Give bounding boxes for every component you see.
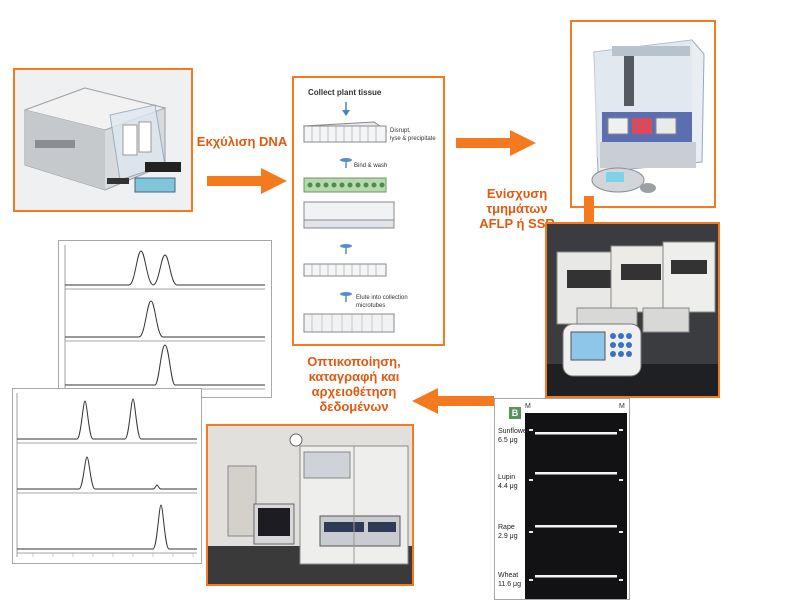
- amplification-label: Ενίσχυση τμημάτων AFLP ή SSR: [462, 186, 572, 231]
- gel-lane-2: Lupin 4.4 μg: [498, 473, 528, 491]
- gel-lane-4-amount: 11.6 μg: [498, 581, 521, 588]
- gel-image: B M M Sunflower 6.5 μg Lupin 4.4 μg Rape…: [494, 398, 630, 600]
- visualization-line-1: Οπτικοποίηση,: [307, 354, 401, 369]
- gel-lane-2-amount: 4.4 μg: [498, 483, 518, 490]
- visualization-label: Οπτικοποίηση, καταγραφή και αρχειοθέτηση…: [296, 354, 412, 414]
- extraction-instrument-image: [13, 68, 193, 212]
- gel-marker-left: M: [525, 403, 531, 410]
- gel-lane-1-species: Sunflower: [498, 428, 530, 435]
- gel-panel-letter: B: [509, 407, 521, 419]
- amplification-line-3: AFLP ή SSR: [479, 216, 555, 231]
- sequencer-image: [206, 424, 414, 586]
- visualization-line-3: αρχειοθέτηση: [311, 384, 397, 399]
- arrow-to-sequencer: [412, 388, 494, 414]
- visualization-line-2: καταγραφή και: [308, 369, 400, 384]
- protocol-step-1: Disrupt,: [390, 128, 411, 134]
- gel-lane-4: Wheat 11.6 μg: [498, 571, 528, 589]
- gel-lane-2-species: Lupin: [498, 474, 516, 481]
- thermocycler-image: [545, 222, 720, 398]
- robot-image: [570, 20, 716, 208]
- gel-lane-3: Rape 2.9 μg: [498, 523, 528, 541]
- gel-lane-3-amount: 2.9 μg: [498, 533, 518, 540]
- amplification-line-1: Ενίσχυση: [486, 186, 548, 201]
- gel-lane-1: Sunflower 6.5 μg: [498, 427, 530, 445]
- gel-marker-right: M: [619, 403, 625, 410]
- protocol-title: Collect plant tissue: [308, 88, 382, 97]
- gel-lane-3-species: Rape: [498, 524, 515, 531]
- protocol-step-4: Elute into collection: [356, 295, 408, 301]
- arrow-to-robot: [456, 130, 536, 156]
- protocol-diagram: Collect plant tissue Disrupt, lyse & pre…: [292, 76, 445, 346]
- extraction-label: Εκχύλιση DNA: [196, 134, 288, 149]
- gel-lane-4-species: Wheat: [498, 572, 519, 579]
- chromatogram-back: [58, 240, 272, 398]
- chromatogram-front: [12, 388, 202, 564]
- gel-lane-1-amount: 6.5 μg: [498, 437, 518, 444]
- visualization-line-4: δεδομένων: [319, 399, 389, 414]
- protocol-step-2: lyse & precipitate: [390, 136, 436, 142]
- protocol-step-5: microtubes: [356, 303, 386, 309]
- amplification-line-2: τμημάτων: [486, 201, 548, 216]
- arrow-to-protocol: [207, 168, 287, 194]
- protocol-step-3: Bind & wash: [354, 163, 388, 169]
